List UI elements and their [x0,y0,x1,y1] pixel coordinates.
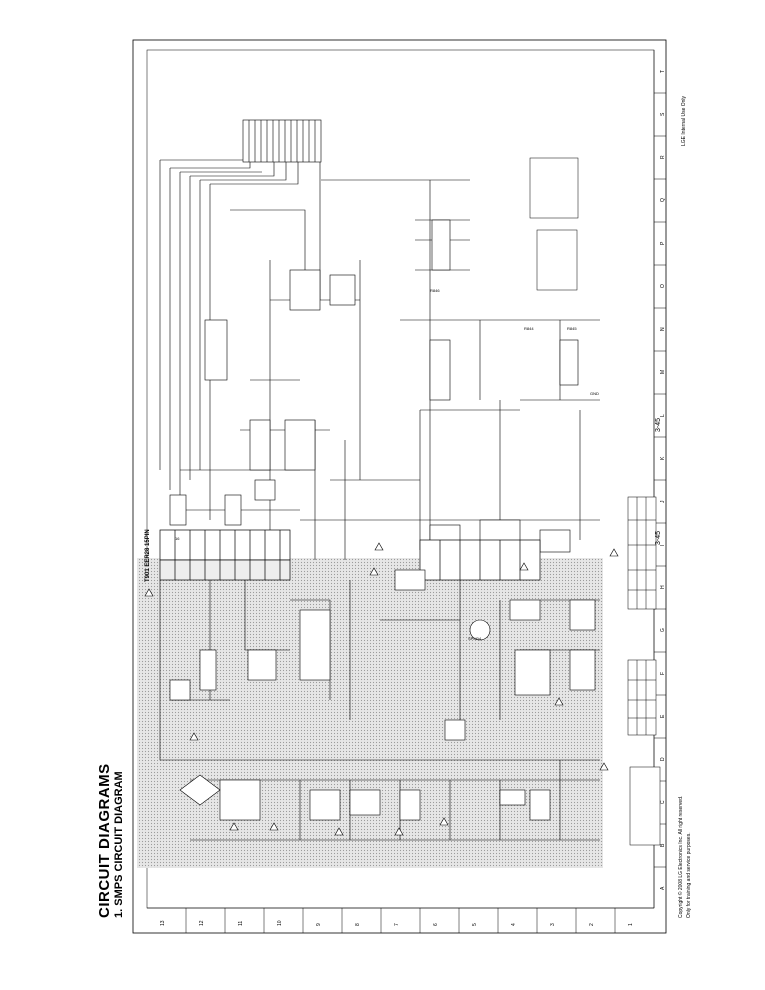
row-number: 11 [238,920,244,926]
column-letter: P [660,241,666,245]
column-letter: E [660,714,666,718]
svg-text:R846: R846 [430,288,440,293]
column-letter: N [660,327,666,331]
row-number: 7 [394,923,400,926]
page-number-left: 3-45 [655,530,662,545]
row-number: 8 [355,923,361,926]
column-letter: C [660,800,666,804]
column-letter: B [660,843,666,847]
page-number-right: 3-45 [655,417,662,432]
row-number: 3 [550,923,556,926]
page-subtitle: 1. SMPS CIRCUIT DIAGRAM [113,771,125,918]
row-number: 10 [277,920,283,926]
row-number: 4 [511,923,517,926]
transformer [159,529,541,581]
copyright-line-1: Copyright © 2008 LG Electronics Inc. All… [678,795,684,918]
row-number: 5 [472,923,478,926]
row-number: 6 [433,923,439,926]
column-letter: I [660,544,666,546]
column-ruler [653,50,666,908]
warning-triangles [144,542,619,836]
column-letter: K [660,456,666,460]
column-letter: M [660,369,666,374]
copyright-line-2: Only for training and service purposes. [686,832,692,918]
primary-wiring [159,580,600,841]
column-letter: R [660,155,666,159]
column-letter: O [660,284,666,288]
internal-use-label: LGE Internal Use Only [681,95,687,146]
svg-text:GND: GND [590,391,599,396]
column-letter: H [660,585,666,589]
column-letter: F [660,671,666,675]
row-number: 12 [199,920,205,926]
legend-tables [529,157,661,846]
svg-text:16: 16 [175,536,180,541]
page-title: CIRCUIT DIAGRAMS [96,763,113,918]
column-letter: A [660,886,666,890]
row-number: 13 [160,920,166,926]
component-text-marks: R846 R844 R845 GND SPM04 16 [175,288,599,641]
svg-text:SPM04: SPM04 [468,636,482,641]
row-ruler [147,907,654,933]
secondary-components [169,219,579,553]
outer-frame [132,39,667,934]
column-letter: G [660,628,666,632]
column-letter: Q [660,198,666,202]
column-letter: S [660,112,666,116]
transformer-label: T901 EER28 15PIN [145,529,151,582]
column-letter: L [660,414,666,417]
column-letter: T [660,69,666,73]
primary-components [169,569,596,821]
svg-text:R844: R844 [524,326,534,331]
row-number: 1 [628,923,634,926]
row-number: 2 [589,923,595,926]
column-letter: J [660,500,666,504]
column-letter: D [660,757,666,761]
svg-text:R845: R845 [567,326,577,331]
row-number: 9 [316,923,322,926]
